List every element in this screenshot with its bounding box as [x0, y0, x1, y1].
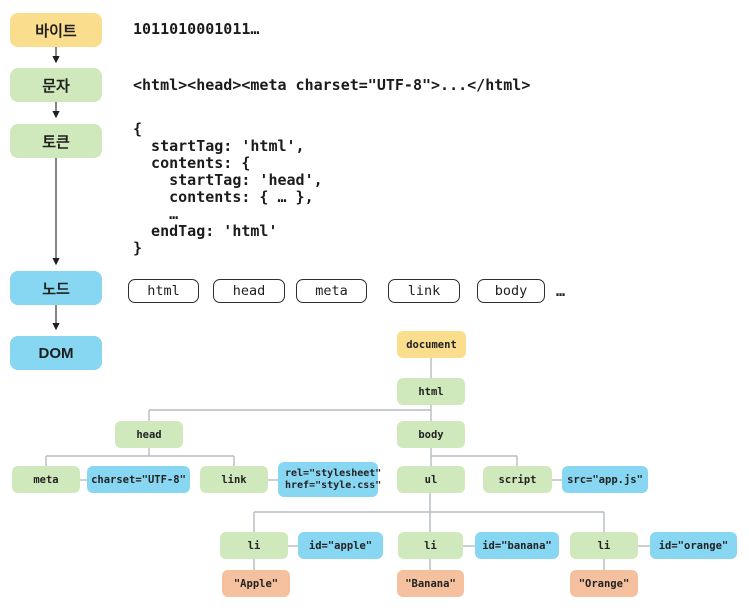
tree-node-script: script	[483, 466, 552, 493]
tree-node-head: head	[115, 421, 183, 448]
stage-tokens: 토큰	[10, 124, 102, 158]
tree-node-li-banana: li	[398, 532, 463, 559]
characters-sample: <html><head><meta charset="UTF-8">...</h…	[133, 76, 531, 94]
text-node-apple: "Apple"	[222, 570, 290, 597]
tree-node-meta: meta	[12, 466, 80, 493]
node-box-body: body	[477, 279, 545, 303]
stage-dom: DOM	[10, 336, 102, 370]
tree-connectors	[45, 358, 650, 570]
node-row-ellipsis: …	[556, 282, 566, 300]
attr-badge-id-orange: id="orange"	[650, 532, 737, 559]
text-node-banana: "Banana"	[397, 570, 464, 597]
tree-node-body: body	[397, 421, 465, 448]
node-box-link: link	[388, 279, 460, 303]
attr-badge-id-apple: id="apple"	[298, 532, 383, 559]
token-object-sample: { startTag: 'html', contents: { startTag…	[133, 120, 323, 257]
attr-badge-rel-href: rel="stylesheet" href="style.css"	[278, 462, 381, 497]
stage-bytes: 바이트	[10, 13, 102, 47]
attr-badge-id-banana: id="banana"	[475, 532, 559, 559]
tree-node-link: link	[200, 466, 268, 493]
bytes-sample: 1011010001011…	[133, 20, 260, 38]
node-box-meta: meta	[296, 279, 367, 303]
tree-node-document: document	[397, 331, 466, 358]
attr-badge-charset: charset="UTF-8"	[87, 466, 190, 493]
text-node-orange: "Orange"	[570, 570, 638, 597]
attr-badge-src: src="app.js"	[562, 466, 648, 493]
node-box-head: head	[213, 279, 285, 303]
tree-node-li-orange: li	[570, 532, 638, 559]
stage-characters: 문자	[10, 68, 102, 102]
tree-node-html: html	[397, 378, 465, 405]
stage-nodes: 노드	[10, 271, 102, 305]
tree-node-li-apple: li	[220, 532, 288, 559]
node-box-html: html	[128, 279, 199, 303]
tree-node-ul: ul	[397, 466, 465, 493]
